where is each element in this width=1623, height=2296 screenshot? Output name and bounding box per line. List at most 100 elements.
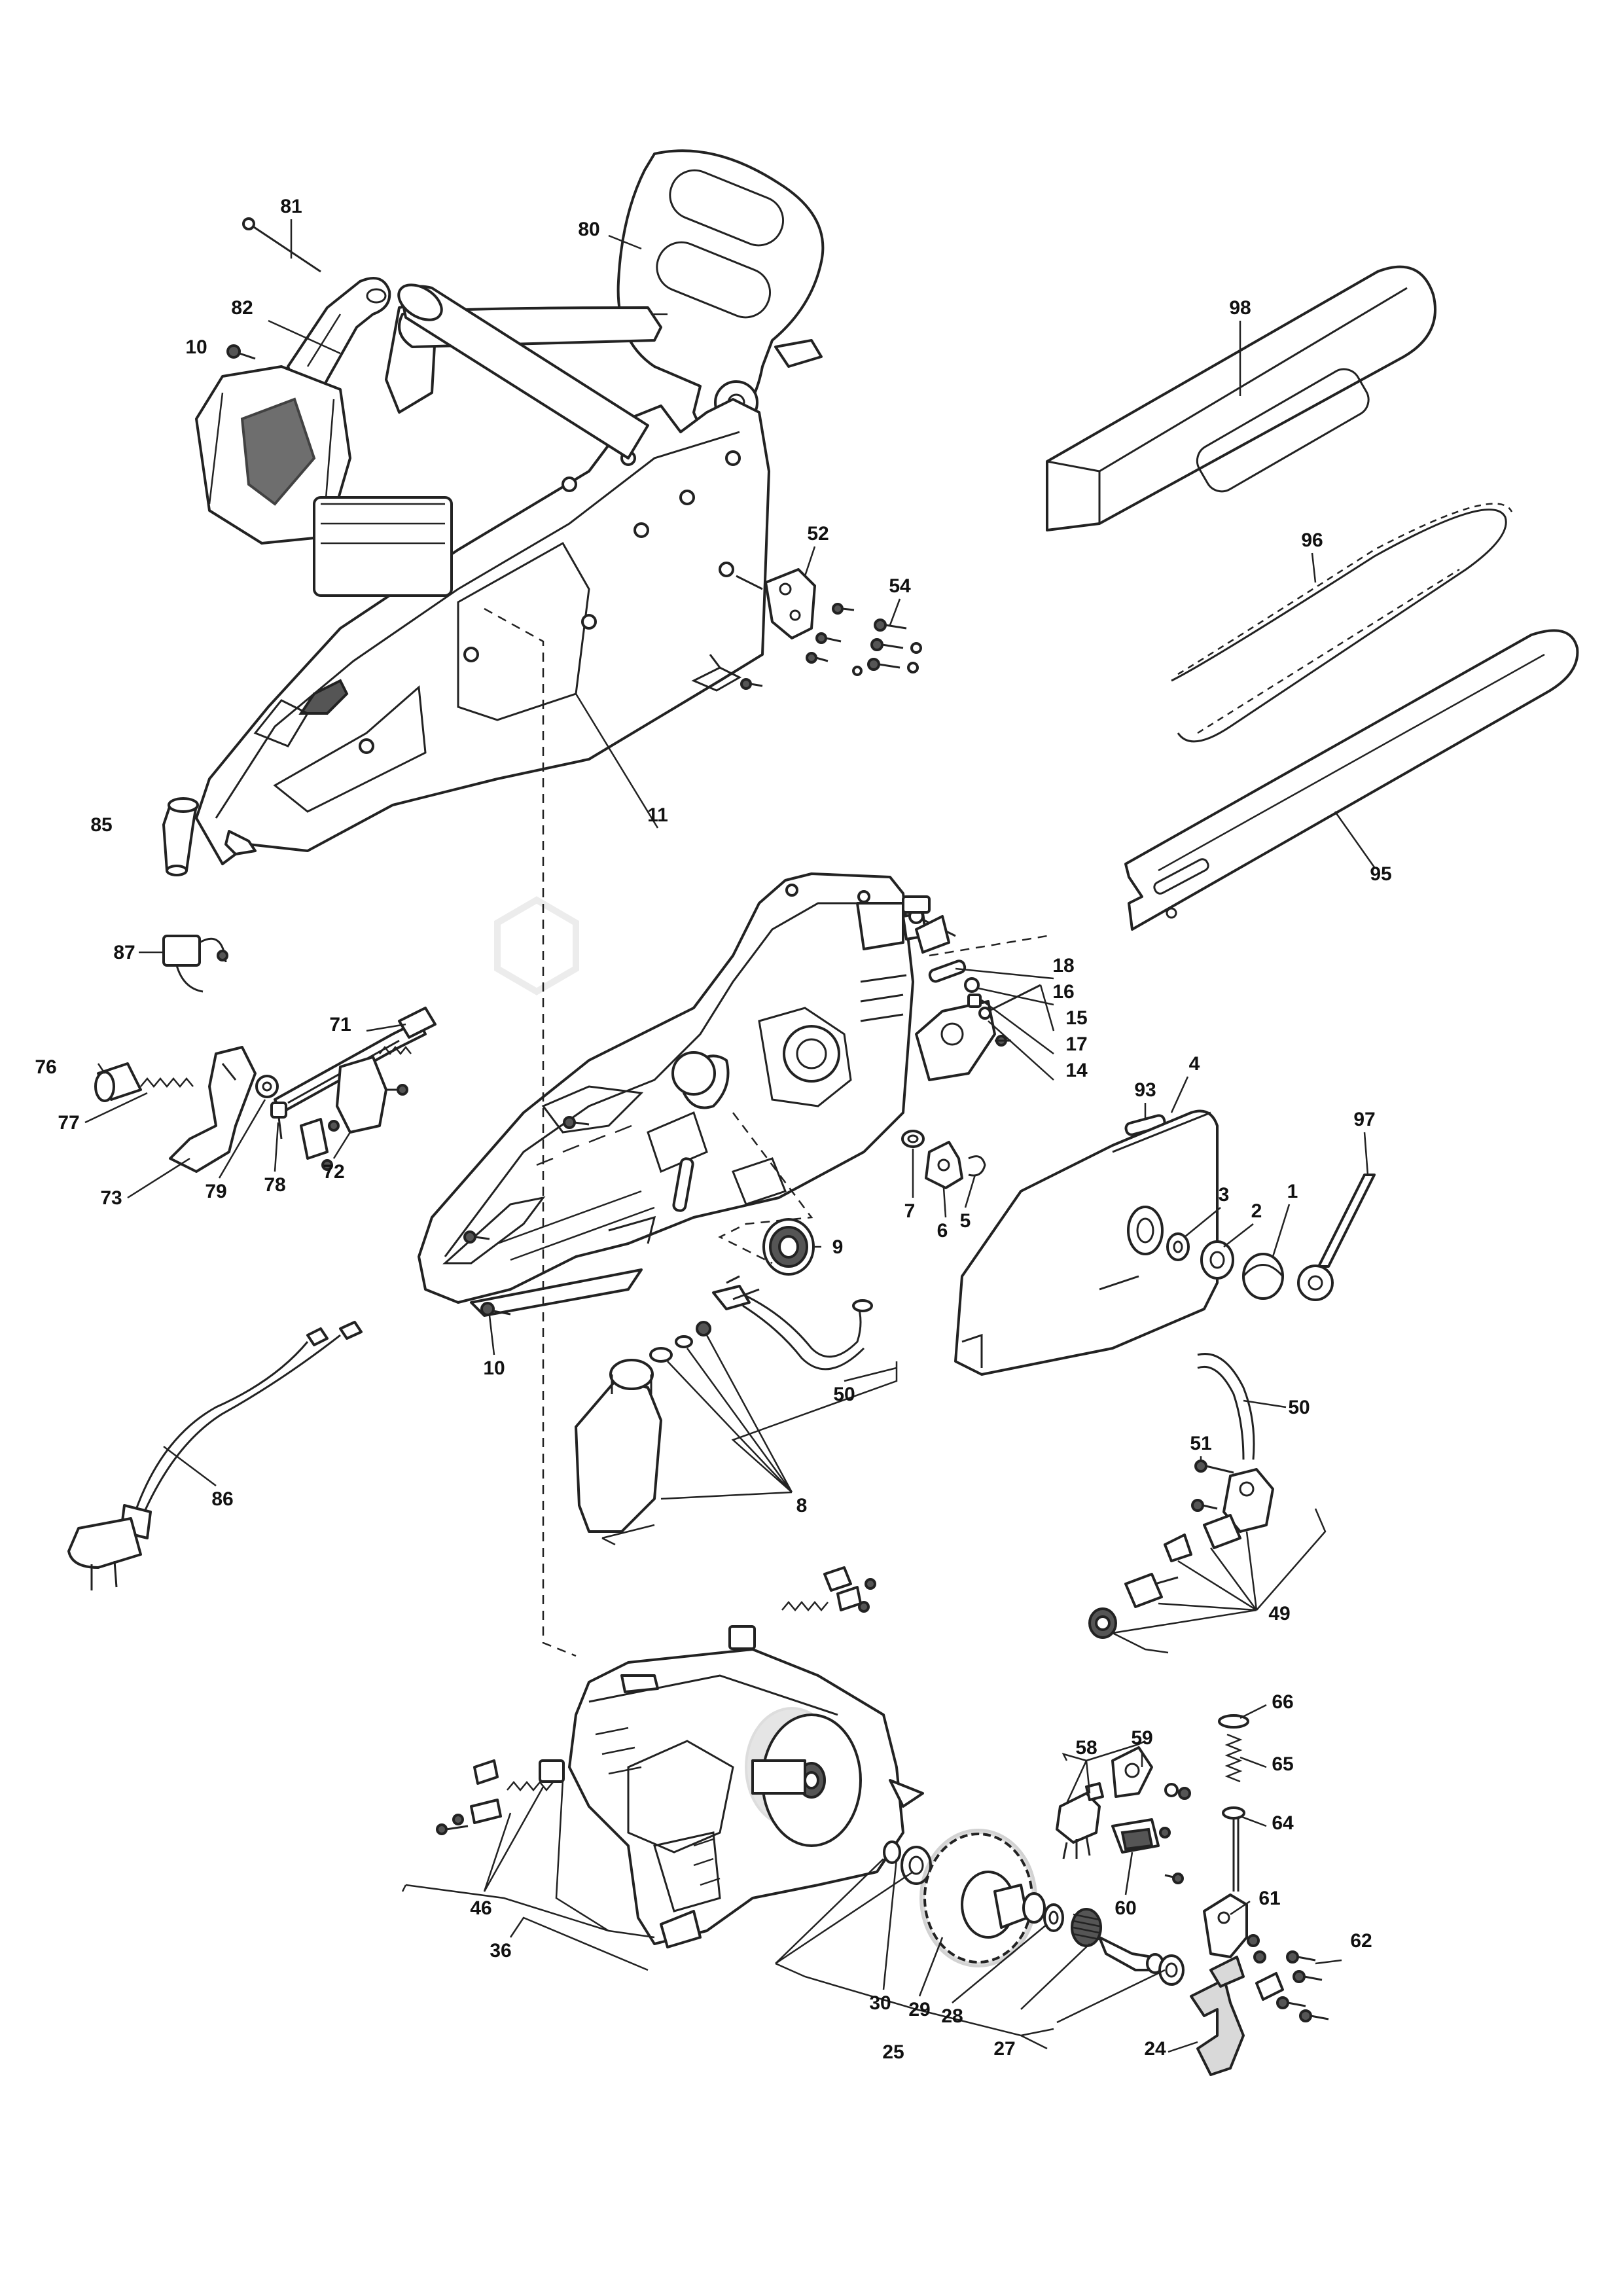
callout-labels: 81 82 10 80 98 52 54 96 85 11 95 18 16 1… bbox=[35, 196, 1391, 2063]
part-78-bolt[interactable] bbox=[270, 1102, 287, 1139]
part-17-nut[interactable] bbox=[967, 994, 982, 1008]
callout-10-top: 10 bbox=[185, 336, 207, 358]
part-27-shaft[interactable] bbox=[1098, 1936, 1164, 1974]
part-50-oil-hose-upper[interactable] bbox=[742, 1295, 873, 1371]
part-96-chain[interactable] bbox=[1171, 503, 1513, 743]
part-4-sprocket-cover[interactable] bbox=[954, 1109, 1219, 1376]
part-58-micro-switch[interactable] bbox=[1056, 1782, 1104, 1859]
part-15-tension-screw[interactable] bbox=[978, 984, 1041, 1020]
carbon-brush-top[interactable] bbox=[728, 1566, 876, 1650]
part-28-washer[interactable] bbox=[1043, 1903, 1064, 1932]
part-59-bracket[interactable] bbox=[1111, 1746, 1191, 1800]
callout-2: 2 bbox=[1251, 1200, 1262, 1222]
part-51-screw[interactable] bbox=[1194, 1460, 1234, 1474]
part-72-switch-block[interactable] bbox=[336, 1056, 408, 1134]
part-95-guide-bar[interactable] bbox=[1124, 629, 1579, 931]
part-6-sprocket-star[interactable] bbox=[925, 1141, 963, 1189]
callout-61: 61 bbox=[1258, 1888, 1280, 1909]
callout-78: 78 bbox=[264, 1174, 285, 1196]
leader-lines bbox=[84, 219, 1376, 2053]
part-36-gearbox-housing[interactable] bbox=[568, 1648, 924, 1948]
motor-fan-cover[interactable] bbox=[195, 365, 351, 545]
part-3-washer[interactable] bbox=[1166, 1232, 1190, 1261]
callout-30: 30 bbox=[869, 1992, 891, 2014]
callout-79: 79 bbox=[205, 1181, 226, 1202]
part-86-power-cable[interactable] bbox=[67, 1321, 363, 1590]
assembly-line-sprocket bbox=[718, 1112, 813, 1265]
callout-66: 66 bbox=[1272, 1691, 1293, 1713]
part-9-sprocket[interactable] bbox=[762, 1218, 815, 1276]
part-60-switch-cover[interactable] bbox=[1111, 1818, 1184, 1884]
callout-80: 80 bbox=[578, 219, 599, 240]
callout-97: 97 bbox=[1353, 1109, 1375, 1130]
part-29-gear[interactable] bbox=[919, 1829, 1046, 1967]
part-81-bolt[interactable] bbox=[242, 217, 321, 273]
part-8-oil-tank[interactable] bbox=[575, 1359, 662, 1533]
part-10-screw-bottom[interactable] bbox=[480, 1302, 511, 1316]
callout-52: 52 bbox=[807, 523, 829, 545]
part-52-bracket[interactable] bbox=[719, 562, 855, 664]
part-76-lock-button[interactable] bbox=[94, 1062, 142, 1102]
part-78-clip[interactable] bbox=[300, 1118, 340, 1171]
callout-65: 65 bbox=[1272, 1753, 1293, 1775]
part-24-brake-lever[interactable] bbox=[1190, 1956, 1245, 2076]
part-25-bearing[interactable] bbox=[1158, 1954, 1185, 1986]
part-65-spring[interactable] bbox=[1224, 1733, 1243, 1783]
callout-50-lower: 50 bbox=[1288, 1397, 1310, 1418]
assembly-line-housing-motor bbox=[484, 607, 577, 1657]
part-16-washer[interactable] bbox=[964, 977, 980, 993]
part-14-tensioner-plate[interactable] bbox=[915, 1000, 1011, 1081]
callout-11: 11 bbox=[647, 804, 668, 826]
callout-72: 72 bbox=[323, 1161, 344, 1183]
part-79-pin[interactable] bbox=[255, 1075, 279, 1098]
callout-50-upper: 50 bbox=[833, 1384, 855, 1405]
front-handle-tube[interactable] bbox=[393, 278, 649, 459]
callout-71: 71 bbox=[329, 1014, 351, 1035]
callout-62: 62 bbox=[1350, 1930, 1372, 1952]
part-73-trigger[interactable] bbox=[169, 1046, 257, 1173]
part-7-ring[interactable] bbox=[901, 1130, 925, 1148]
part-87-switch[interactable] bbox=[162, 935, 228, 993]
callout-54: 54 bbox=[889, 575, 911, 597]
callout-87: 87 bbox=[113, 942, 135, 963]
part-61-bracket[interactable] bbox=[1203, 1893, 1266, 1964]
part-66-washer[interactable] bbox=[1218, 1714, 1249, 1729]
callout-6: 6 bbox=[937, 1220, 948, 1242]
part-80-hand-guard[interactable] bbox=[616, 149, 825, 429]
callout-14: 14 bbox=[1065, 1060, 1088, 1081]
callout-73: 73 bbox=[100, 1187, 122, 1209]
spring-small[interactable] bbox=[379, 1045, 412, 1056]
part-8-seal-ring[interactable] bbox=[649, 1321, 711, 1363]
part-8-pump[interactable] bbox=[712, 1275, 760, 1310]
part-5-circlip[interactable] bbox=[968, 1155, 986, 1177]
callout-98: 98 bbox=[1229, 297, 1251, 319]
part-64-rod[interactable] bbox=[1222, 1806, 1245, 1892]
callout-85: 85 bbox=[90, 814, 112, 836]
part-50-oil-hose-lower[interactable] bbox=[1197, 1353, 1255, 1460]
callout-28: 28 bbox=[941, 2005, 963, 2027]
part-97-wrench[interactable] bbox=[1297, 1174, 1376, 1301]
callout-64: 64 bbox=[1272, 1812, 1294, 1834]
callout-95: 95 bbox=[1370, 863, 1391, 885]
part-54-screws[interactable] bbox=[852, 619, 922, 676]
part-85-cable-sleeve[interactable] bbox=[162, 797, 199, 876]
part-1-knob[interactable] bbox=[1242, 1253, 1284, 1300]
part-18-slot-plate[interactable] bbox=[915, 915, 967, 983]
callout-93: 93 bbox=[1134, 1079, 1156, 1101]
callout-82: 82 bbox=[231, 297, 253, 319]
part-62-screws[interactable] bbox=[1255, 1950, 1329, 2022]
callout-3: 3 bbox=[1219, 1184, 1230, 1206]
callout-96: 96 bbox=[1301, 529, 1323, 551]
part-2-nut[interactable] bbox=[1200, 1240, 1234, 1280]
part-77-spring[interactable] bbox=[140, 1077, 194, 1088]
part-46-carbon-brush[interactable] bbox=[436, 1759, 565, 1835]
clip-spring[interactable] bbox=[691, 654, 763, 692]
part-98-bar-cover[interactable] bbox=[1046, 265, 1436, 531]
part-27-brake-spring[interactable] bbox=[1071, 1908, 1102, 1947]
callout-59: 59 bbox=[1131, 1727, 1152, 1749]
part-10-screw-top[interactable] bbox=[226, 344, 256, 360]
part-49-oil-pump-body[interactable] bbox=[1088, 1468, 1274, 1639]
callout-58: 58 bbox=[1075, 1737, 1097, 1759]
callout-1: 1 bbox=[1287, 1181, 1298, 1202]
